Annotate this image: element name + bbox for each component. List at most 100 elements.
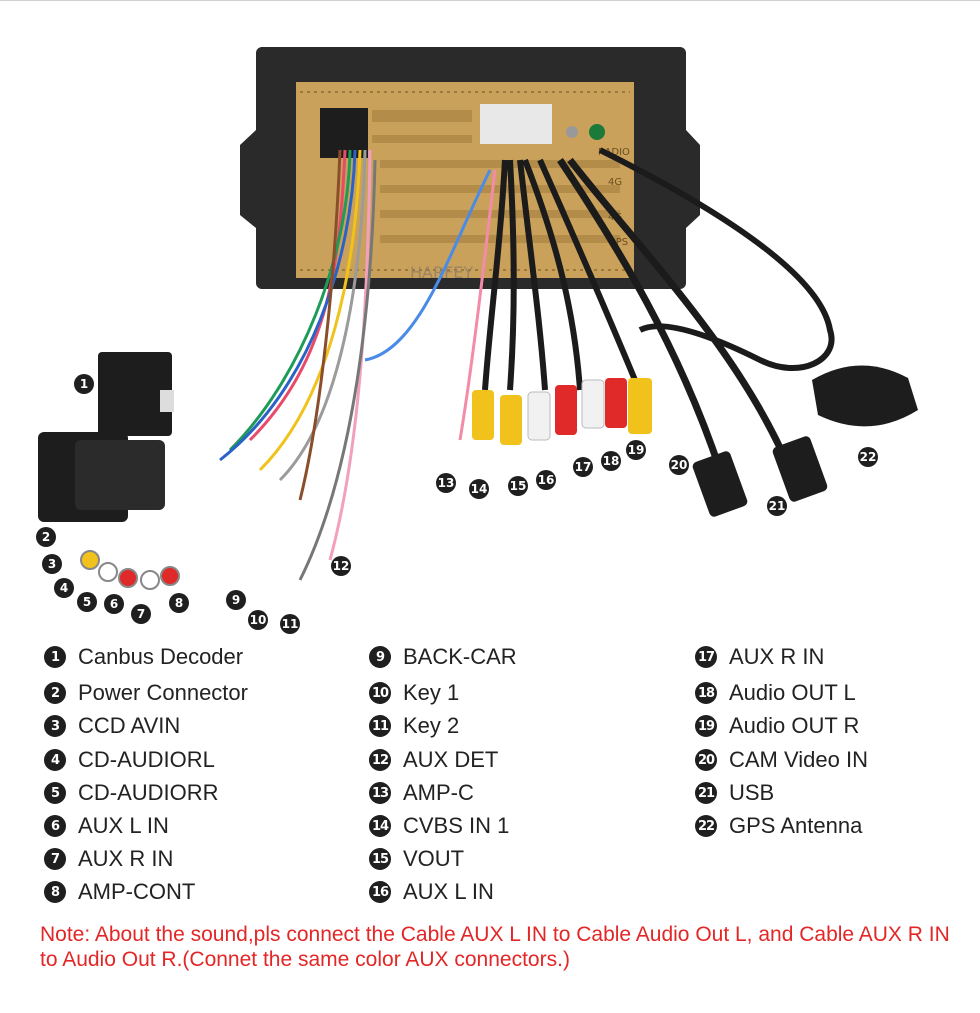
legend-item-17: 17 AUX R IN: [695, 643, 824, 671]
legend-number-badge: 22: [695, 815, 717, 837]
legend-label: AMP-CONT: [78, 879, 196, 904]
callout-badges: 1 2 3 4 5 6 7 8 9 10 11 12 13 14 15 16 1…: [36, 374, 878, 634]
legend-label: Key 2: [403, 713, 460, 738]
callout-7: 7: [131, 604, 151, 624]
gps-port-label: GPS: [608, 237, 628, 248]
legend-item-8: 8 AMP-CONT: [44, 878, 195, 906]
legend-label: CAM Video IN: [729, 747, 868, 772]
radio-port-label: RADIO: [598, 147, 630, 158]
legend-item-6: 6 AUX L IN: [44, 812, 169, 840]
legend-label: CVBS IN 1: [403, 813, 510, 838]
callout-12: 12: [331, 556, 351, 576]
svg-text:14: 14: [471, 482, 488, 496]
svg-text:16: 16: [538, 473, 555, 487]
legend-label: BACK-CAR: [403, 644, 517, 669]
callout-10: 10: [248, 610, 268, 630]
gps-antenna: [812, 365, 918, 427]
svg-text:11: 11: [282, 617, 299, 631]
svg-text:13: 13: [438, 476, 455, 490]
svg-text:18: 18: [603, 454, 620, 468]
callout-21: 21: [767, 496, 787, 516]
svg-text:22: 22: [860, 450, 877, 464]
callout-1: 1: [74, 374, 94, 394]
callout-5: 5: [77, 592, 97, 612]
legend-number-badge: 15: [369, 848, 391, 870]
svg-text:9: 9: [232, 593, 240, 607]
legend-label: Canbus Decoder: [78, 644, 244, 669]
svg-text:7: 7: [137, 607, 145, 621]
legend-item-21: 21 USB: [695, 779, 774, 807]
legend-item-9: 9 BACK-CAR: [369, 643, 517, 671]
power-connector: [38, 432, 165, 522]
svg-text:4: 4: [60, 581, 68, 595]
legend-number-badge: 20: [695, 749, 717, 771]
legend-item-1: 1 Canbus Decoder: [44, 643, 243, 671]
svg-text:15: 15: [510, 479, 527, 493]
callout-9: 9: [226, 590, 246, 610]
legend-item-13: 13 AMP-C: [369, 779, 474, 807]
rca-plugs-left: [80, 550, 180, 590]
legend-number-badge: 11: [369, 715, 391, 737]
legend-label: Key 1: [403, 680, 460, 705]
legend-label: GPS Antenna: [729, 813, 863, 838]
legend-item-20: 20 CAM Video IN: [695, 746, 868, 774]
legend-label: VOUT: [403, 846, 465, 871]
svg-text:2: 2: [42, 530, 50, 544]
svg-text:17: 17: [575, 460, 592, 474]
svg-text:21: 21: [769, 499, 786, 513]
callout-11: 11: [280, 614, 300, 634]
svg-text:1: 1: [80, 377, 88, 391]
callout-6: 6: [104, 594, 124, 614]
svg-text:19: 19: [628, 443, 645, 457]
callout-19: 19: [626, 440, 646, 460]
legend-number-badge: 1: [44, 646, 66, 668]
legend-item-4: 4 CD-AUDIORL: [44, 746, 215, 774]
wiring-diagram: RADIO 4G 4G GPS HARFEY: [36, 47, 918, 634]
legend-item-16: 16 AUX L IN: [369, 878, 494, 906]
legend-number-badge: 9: [369, 646, 391, 668]
legend-label: AUX L IN: [403, 879, 494, 904]
legend-item-7: 7 AUX R IN: [44, 845, 173, 873]
legend-item-22: 22 GPS Antenna: [695, 812, 862, 840]
legend-label: AUX DET: [403, 747, 499, 772]
legend-item-15: 15 VOUT: [369, 845, 464, 873]
legend-number-badge: 14: [369, 815, 391, 837]
legend-number-badge: 5: [44, 782, 66, 804]
callout-18: 18: [601, 451, 621, 471]
callout-15: 15: [508, 476, 528, 496]
callout-17: 17: [573, 457, 593, 477]
svg-text:12: 12: [333, 559, 350, 573]
legend-label: CD-AUDIORL: [78, 747, 215, 772]
legend-item-18: 18 Audio OUT L: [695, 679, 856, 707]
legend-number-badge: 17: [695, 646, 717, 668]
svg-text:3: 3: [48, 557, 56, 571]
legend-item-11: 11 Key 2: [369, 712, 459, 740]
legend-label: AUX R IN: [729, 644, 825, 669]
legend-item-2: 2 Power Connector: [44, 679, 248, 707]
legend-label: Audio OUT R: [729, 713, 860, 738]
legend-item-14: 14 CVBS IN 1: [369, 812, 509, 840]
sound-connection-note: Note: About the sound,pls connect the Ca…: [40, 923, 950, 971]
legend-label: AMP-C: [403, 780, 474, 805]
legend-number-badge: 19: [695, 715, 717, 737]
legend-item-10: 10 Key 1: [369, 679, 459, 707]
legend-number-badge: 16: [369, 881, 391, 903]
legend-number-badge: 12: [369, 749, 391, 771]
legend-number-badge: 7: [44, 848, 66, 870]
callout-8: 8: [169, 593, 189, 613]
legend-item-12: 12 AUX DET: [369, 746, 498, 774]
callout-3: 3: [42, 554, 62, 574]
legend-number-badge: 8: [44, 881, 66, 903]
legend-number-badge: 10: [369, 682, 391, 704]
legend-number-badge: 2: [44, 682, 66, 704]
callout-22: 22: [858, 447, 878, 467]
canbus-decoder: [98, 352, 174, 436]
rca-plugs-center: [472, 378, 652, 445]
usb-cables: [692, 436, 828, 517]
legend-label: USB: [729, 780, 775, 805]
callout-13: 13: [436, 473, 456, 493]
legend-label: Audio OUT L: [729, 680, 856, 705]
harness-wires: [219, 147, 835, 581]
callout-2: 2: [36, 527, 56, 547]
svg-text:5: 5: [83, 595, 91, 609]
